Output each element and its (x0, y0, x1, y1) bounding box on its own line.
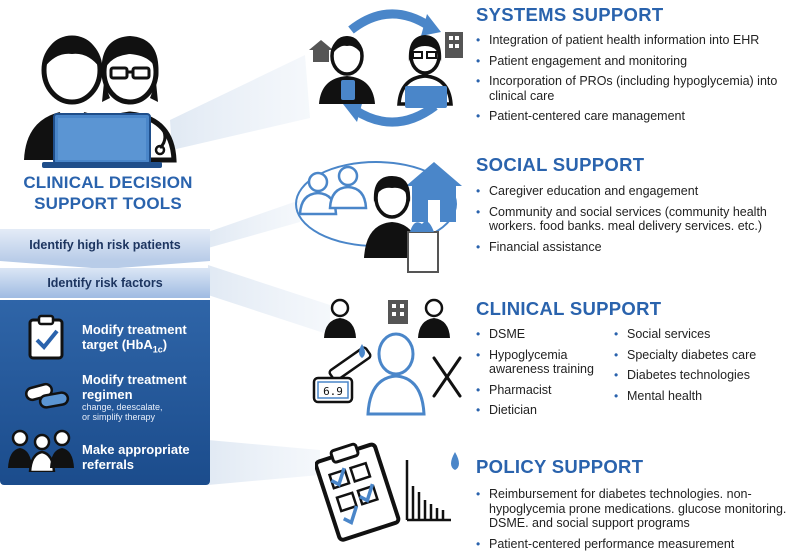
beam-policy (208, 440, 320, 485)
caregivers-icon (298, 165, 368, 216)
band-arrow (0, 261, 210, 269)
care-team-icon (8, 429, 74, 472)
list-item: Specialty diabetes care (614, 348, 794, 363)
systems-support-title: SYSTEMS SUPPORT (476, 4, 664, 25)
list-item: Financial assistance (476, 240, 776, 255)
policy-support-list: Reimbursement for diabetes technologies.… (476, 487, 794, 551)
clinicians-laptop-icon (24, 35, 177, 168)
grocery-bag-icon (407, 221, 439, 273)
glucose-meter-icon: 6.9 (312, 376, 354, 404)
tool-modify-target-line2: target (HbA1c) (82, 337, 168, 355)
identify-high-risk-band: Identify high risk patients (0, 229, 210, 261)
list-item: Patient engagement and monitoring (476, 54, 794, 69)
list-item: Patient-centered care management (476, 109, 794, 124)
water-drop-icon (359, 344, 365, 358)
house-icon (309, 40, 333, 62)
beam-social (208, 200, 300, 248)
list-item: Integration of patient health informatio… (476, 33, 794, 48)
insulin-pen-icon (328, 346, 372, 382)
social-support-illustration (295, 161, 462, 273)
clinical-support-illustration: 6.9 (312, 298, 462, 416)
list-item: Incorporation of PROs (including hypogly… (476, 74, 794, 103)
water-drop-icon (451, 452, 459, 470)
building-icon (445, 32, 463, 58)
clipboard-check-icon (28, 314, 64, 360)
list-item: Dietician (476, 403, 616, 418)
list-item: Caregiver education and engagement (476, 184, 776, 199)
systems-support-illustration (309, 9, 463, 127)
social-support-list: Caregiver education and engagement Commu… (476, 184, 776, 254)
clinical-support-list-right: Social services Specialty diabetes care … (614, 327, 794, 403)
pills-icon (24, 382, 70, 409)
list-item: Diabetes technologies (614, 368, 794, 383)
bar-graph-icon (405, 460, 451, 522)
list-item: Community and social services (community… (476, 205, 776, 234)
social-support-title: SOCIAL SUPPORT (476, 154, 645, 175)
tool-referrals: Make appropriate referrals (82, 442, 190, 472)
list-item: Pharmacist (476, 383, 616, 398)
clinical-decision-support-tools-title: CLINICAL DECISION SUPPORT TOOLS (23, 173, 193, 213)
tool-modify-target: Modify treatment target (HbA1c) (82, 322, 187, 358)
doctor-right-icon (418, 298, 450, 338)
policy-support-title: POLICY SUPPORT (476, 456, 644, 477)
list-item: Social services (614, 327, 794, 342)
checklist-clipboard-icon (315, 442, 401, 542)
list-item: Mental health (614, 389, 794, 404)
glucose-reading: 6.9 (323, 385, 343, 398)
hospital-icon (388, 300, 408, 324)
clinical-support-title: CLINICAL SUPPORT (476, 298, 662, 319)
tool-modify-regimen: Modify treatment regimen change, deescal… (82, 372, 187, 422)
doctor-left-icon (324, 298, 356, 338)
list-item: Reimbursement for diabetes technologies.… (476, 487, 794, 531)
clinical-support-list-left: DSME Hypoglycemia awareness training Pha… (476, 327, 616, 418)
policy-support-illustration (315, 442, 459, 542)
list-item: Patient-centered performance measurement (476, 537, 794, 552)
identify-risk-factors-band: Identify risk factors (0, 268, 210, 298)
list-item: DSME (476, 327, 616, 342)
list-item: Hypoglycemia awareness training (476, 348, 616, 377)
systems-support-list: Integration of patient health informatio… (476, 33, 794, 124)
home-icon (406, 162, 462, 222)
fork-knife-icon (432, 356, 462, 398)
